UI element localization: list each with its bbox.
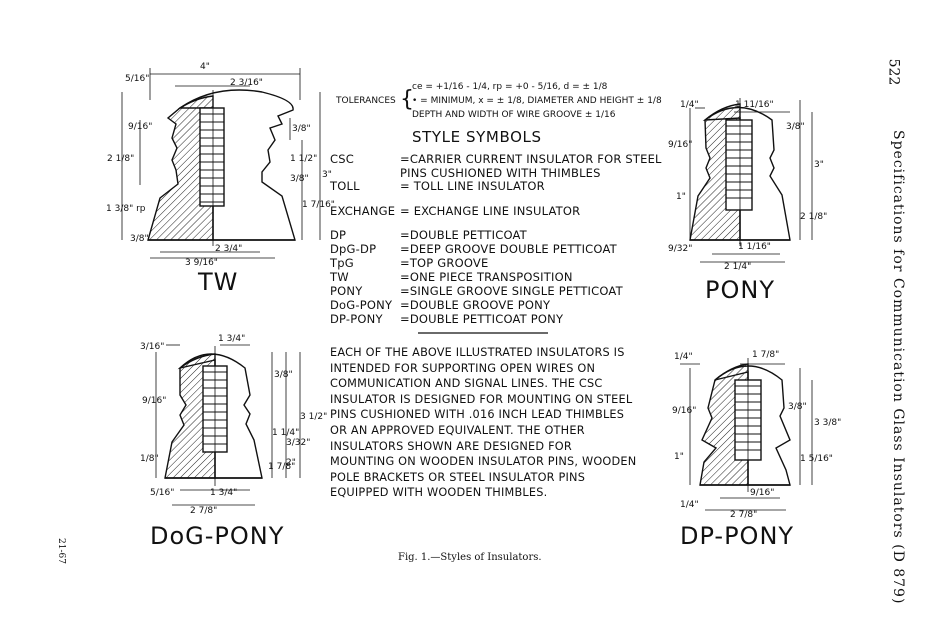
pony-dim-b: 1 11/16" [735, 100, 774, 110]
symbol-code: DP [330, 228, 347, 242]
symbol-desc: =DOUBLE PETTICOAT PONY [400, 312, 564, 326]
tw-dim-k: 2 3/4" [215, 244, 243, 254]
symbol-desc: = EXCHANGE LINE INSULATOR [400, 204, 581, 218]
pony-drawing [689, 98, 813, 263]
pony-dim-e: 3" [814, 160, 824, 170]
dp-pony-dim-e: 3 3/8" [814, 418, 842, 428]
dog-pony-dim-i: 1 7/8" [268, 462, 296, 472]
symbol-code: DoG-PONY [330, 298, 393, 312]
pony-dim-a: 1/4" [680, 100, 699, 110]
figure-caption: Fig. 1.—Styles of Insulators. [398, 552, 542, 563]
pony-dim-f: 1" [676, 192, 686, 202]
dp-pony-dim-b: 1 7/8" [752, 350, 780, 360]
tw-drawing [121, 68, 321, 259]
symbol-desc: =DOUBLE PETTICOAT [400, 228, 527, 242]
style-symbols-title: STYLE SYMBOLS [412, 128, 542, 146]
dog-pony-dim-k: 5/16" [150, 488, 175, 498]
tolerances-line1: ce = +1/16 - 1/4, rp = +0 - 5/16, d = ± … [412, 82, 608, 92]
dp-pony-label: DP-PONY [680, 522, 795, 550]
dog-pony-dim-d: 9/16" [142, 396, 167, 406]
dog-pony-dim-h: 2" [286, 458, 296, 468]
pony-dim-c: 3/8" [786, 122, 805, 132]
symbol-desc: =SINGLE GROOVE SINGLE PETTICOAT [400, 284, 623, 298]
symbol-desc: =DOUBLE GROOVE PONY [400, 298, 551, 312]
tw-dim-d: 1 1/2" [290, 154, 318, 164]
tolerances-brace: { [400, 87, 414, 112]
dog-pony-drawing [155, 344, 301, 506]
symbol-desc: =ONE PIECE TRANSPOSITION [400, 270, 573, 284]
dp-pony-dim-j: 2 7/8" [730, 510, 758, 520]
tw-dim-a: 5/16" [125, 74, 150, 84]
symbol-desc: = TOLL LINE INSULATOR [400, 179, 545, 193]
usage-paragraph: EACH OF THE ABOVE ILLUSTRATED INSULATORS… [330, 346, 637, 500]
tw-dim-j: 3/8" [130, 234, 149, 244]
symbol-desc: =CARRIER CURRENT INSULATOR FOR STEEL PIN… [400, 152, 662, 180]
dog-pony-dim-c: 3/8" [274, 370, 293, 380]
dp-pony-drawing [680, 358, 813, 511]
pony-dim-j: 2 1/4" [724, 262, 752, 272]
symbol-desc: =TOP GROOVE [400, 256, 489, 270]
tolerances-line2: • = MINIMUM, x = ± 1/8, DIAMETER AND HEI… [412, 96, 662, 106]
dp-pony-dim-g: 1 5/16" [800, 454, 833, 464]
running-title: Specifications for Communication Glass I… [890, 130, 906, 605]
symbol-code: TOLL [330, 179, 360, 193]
symbol-code: DpG-DP [330, 242, 377, 256]
tw-label: TW [198, 268, 239, 296]
dp-pony-dim-i: 1/4" [680, 500, 699, 510]
tw-dim-h: 2 1/8" [107, 154, 135, 164]
dog-pony-dim-b: 1 3/4" [218, 334, 246, 344]
tw-dim-g: 1 7/16" [302, 200, 335, 210]
tolerances-label: TOLERANCES [336, 96, 396, 106]
dp-pony-dim-h: 9/16" [750, 488, 775, 498]
pony-dim-i: 1 1/16" [738, 242, 771, 252]
symbol-code: TpG [330, 256, 354, 270]
pony-dim-h: 9/32" [668, 244, 693, 254]
tw-dim-i: 1 3/8" rp [106, 204, 146, 214]
dp-pony-dim-c: 9/16" [672, 406, 697, 416]
tw-dim-width: 4" [200, 62, 210, 72]
pony-dim-d: 9/16" [668, 140, 693, 150]
dog-pony-dim-l: 1 3/4" [210, 488, 238, 498]
symbol-desc: =DEEP GROOVE DOUBLE PETTICOAT [400, 242, 617, 256]
dog-pony-dim-m: 2 7/8" [190, 506, 218, 516]
dog-pony-dim-e: 3 1/2" [300, 412, 328, 422]
dog-pony-dim-f: 1 1/4" [272, 428, 300, 438]
tw-dim-top: 2 3/16" [230, 78, 263, 88]
dp-pony-dim-d: 3/8" [788, 402, 807, 412]
dog-pony-dim-a: 3/16" [140, 342, 165, 352]
dp-pony-dim-f: 1" [674, 452, 684, 462]
pony-dim-g: 2 1/8" [800, 212, 828, 222]
symbol-code: DP-PONY [330, 312, 383, 326]
symbol-code: TW [330, 270, 349, 284]
dog-pony-label: DoG-PONY [150, 522, 285, 550]
tw-dim-c: 3/8" [292, 124, 311, 134]
margin-stamp: 21-67 [56, 538, 66, 564]
symbol-code: CSC [330, 152, 354, 166]
page-number: 522 [885, 58, 902, 86]
tolerances-line3: DEPTH AND WIDTH OF WIRE GROOVE ± 1/16 [412, 110, 616, 120]
symbol-code: EXCHANGE [330, 204, 396, 218]
dog-pony-dim-j: 1/8" [140, 454, 159, 464]
tw-dim-b: 9/16" [128, 122, 153, 132]
dp-pony-dim-a: 1/4" [674, 352, 693, 362]
tw-dim-l: 3 9/16" [185, 258, 218, 268]
tw-dim-f: 3" [322, 170, 332, 180]
symbol-code: PONY [330, 284, 363, 298]
dog-pony-dim-g: 3/32" [286, 438, 311, 448]
pony-label: PONY [705, 276, 775, 304]
tw-dim-e: 3/8" [290, 174, 309, 184]
